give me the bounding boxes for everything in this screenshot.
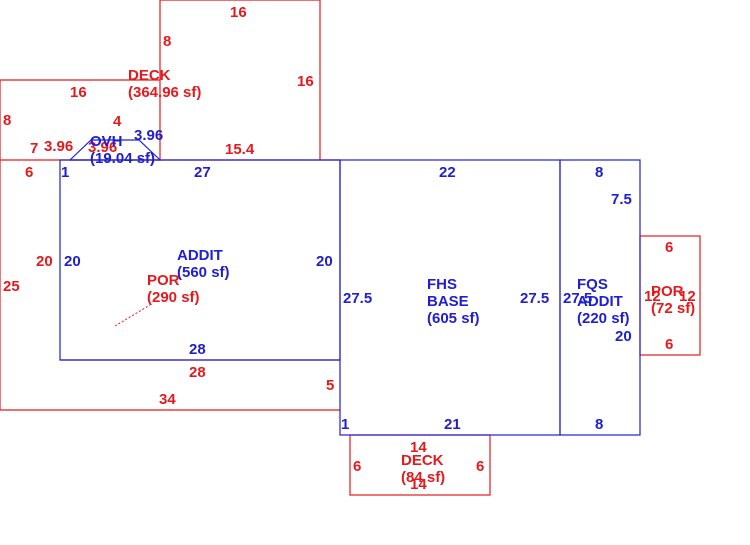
fqs-addit-name: ADDIT [577,293,623,310]
deck-bottom-name: DECK [401,452,444,469]
dim-por-34: 34 [159,391,176,408]
por-right-area: (72 sf) [651,300,695,317]
por-left-outline [0,160,340,411]
por-left-leader-line [114,304,151,327]
dim-deck-top-8-upper: 8 [163,33,171,50]
ovh-overlap-value: 3.96 [88,139,117,156]
ovh-outline [68,139,162,161]
dim-por-5: 5 [326,377,334,394]
dim-por-25: 25 [3,278,20,295]
dim-addit-20-left: 20 [64,253,81,270]
dim-porr-6-top: 6 [665,239,673,256]
area-labels: DECK (364.96 sf) 3.96 OVH (19.04 sf) ADD… [88,67,695,486]
dim-porr-12-left: 12 [644,288,661,305]
fqs-name: FQS [577,276,608,293]
ovh-area: (19.04 sf) [90,150,155,167]
dim-fhs-22: 22 [439,164,456,181]
dim-deckb-6-left: 6 [353,458,361,475]
addit-name: ADDIT [177,247,223,264]
dim-fhs-275-left: 27.5 [343,290,372,307]
dim-fqs-20: 20 [615,328,632,345]
fqs-addit-outline [559,159,641,436]
ovh-name: OVH [90,133,123,150]
deck-top-area: (364.96 sf) [128,84,201,101]
dim-fhs-21: 21 [444,416,461,433]
blue-outlines [59,139,641,436]
dim-deck-top-16-left: 16 [70,84,87,101]
por-left-area: (290 sf) [147,289,200,306]
fqs-area: (220 sf) [577,310,630,327]
dim-deckb-14-bottom: 14 [410,476,427,493]
por-right-name: POR [651,283,684,300]
dim-addit-20-right: 20 [316,253,333,270]
dim-fqs-75: 7.5 [611,191,632,208]
fhs-base-name: BASE [427,293,469,310]
dim-deck-top-4: 4 [113,113,122,130]
dim-porr-6-bottom: 6 [665,336,673,353]
dim-deck-top-16-right: 16 [297,73,314,90]
dim-addit-1: 1 [61,164,69,181]
dim-deck-top-8-left: 8 [3,112,11,129]
fhs-name: FHS [427,276,457,293]
dim-fqs-275: 27.5 [563,290,592,307]
dim-por-28: 28 [189,364,206,381]
dimension-labels: 16 8 16 16 8 4 7 3.96 15.4 6 20 25 28 5 … [3,4,696,493]
dim-por-20: 20 [36,253,53,270]
deck-bottom-area: (84 sf) [401,469,445,486]
dim-fhs-275-right: 27.5 [520,290,549,307]
dim-addit-27: 27 [194,164,211,181]
dim-deckb-14-top: 14 [410,439,427,456]
dim-deck-top-7: 7 [30,140,38,157]
dim-ovh-396-left: 3.96 [44,138,73,155]
dim-fqs-8-top: 8 [595,164,603,181]
deck-top-name: DECK [128,67,171,84]
dim-deck-top-16-top: 16 [230,4,247,21]
dim-addit-28: 28 [189,341,206,358]
por-left-name: POR [147,272,180,289]
dim-ovh-396-right: 3.96 [134,127,163,144]
addit-area: (560 sf) [177,264,230,281]
fhs-area: (605 sf) [427,310,480,327]
dim-deck-top-154: 15.4 [225,141,255,158]
dim-por-6: 6 [25,164,33,181]
dim-deckb-6-right: 6 [476,458,484,475]
dim-porr-12-right: 12 [679,288,696,305]
dim-fqs-8-bottom: 8 [595,416,603,433]
deck-top-outline [159,0,321,160]
dim-fhs-1: 1 [341,416,349,433]
